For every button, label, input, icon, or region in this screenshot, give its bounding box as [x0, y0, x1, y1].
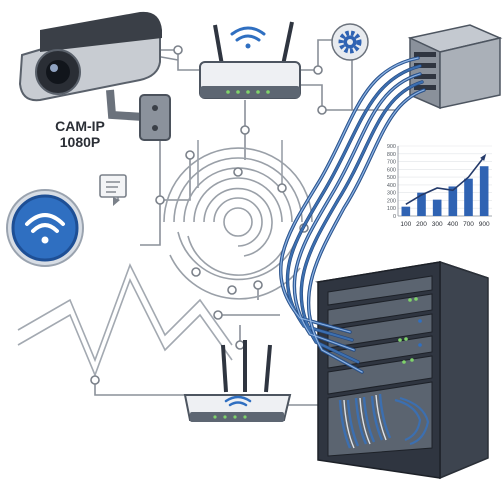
- cable-bundle: [279, 56, 426, 374]
- rack-units: [327, 275, 433, 457]
- chart-xtick-label: 300: [432, 221, 443, 228]
- chart-xtick-label: 200: [416, 221, 427, 228]
- chart-bar: [479, 166, 489, 216]
- chart-bar: [432, 199, 442, 216]
- chart-ytick-label: 700: [387, 160, 396, 166]
- chart-ytick-label: 800: [387, 152, 396, 158]
- server-rack-icon: [315, 260, 489, 480]
- gear-icon: [331, 23, 369, 61]
- chart-xtick-label: 400: [447, 221, 458, 228]
- chart-bar: [417, 192, 426, 216]
- chart-ytick-label: 400: [387, 183, 396, 189]
- camera-label: CAM-IP 1080P: [40, 118, 120, 150]
- network-switch-icon: [407, 24, 503, 110]
- chart-ytick-label: 500: [387, 175, 396, 181]
- chart-bar: [401, 206, 411, 216]
- wifi-router-icon: [199, 21, 301, 99]
- chart-ytick-label: 200: [387, 198, 396, 204]
- trend-lines: [17, 262, 233, 378]
- chart-ytick-label: 100: [387, 206, 396, 212]
- chart-bar: [464, 178, 473, 216]
- wifi-icon: [6, 189, 84, 267]
- chart-ytick-label: 600: [387, 167, 396, 173]
- chart-xtick-label: 100: [400, 221, 411, 228]
- wifi-router-icon: [183, 340, 292, 422]
- chart-xtick-label: 700: [463, 221, 474, 228]
- camera-label-line1: CAM-IP: [55, 118, 105, 134]
- signal-rings: [163, 140, 313, 300]
- chart-bar: [448, 186, 458, 216]
- document-icon: [99, 174, 127, 206]
- wifi-icon: [230, 26, 266, 49]
- chart-ytick-label: 300: [387, 191, 396, 197]
- chart-trend-arrow: [480, 153, 487, 161]
- connector-lines: [60, 39, 395, 406]
- chart-ytick-label: 0: [393, 214, 396, 220]
- camera-label-line2: 1080P: [59, 134, 101, 150]
- chart-trend-line: [405, 156, 485, 206]
- chart-ytick-label: 900: [387, 144, 396, 150]
- security-camera-icon: [18, 11, 171, 141]
- chart-xtick-label: 900: [479, 221, 490, 228]
- junction-dots: [90, 45, 327, 385]
